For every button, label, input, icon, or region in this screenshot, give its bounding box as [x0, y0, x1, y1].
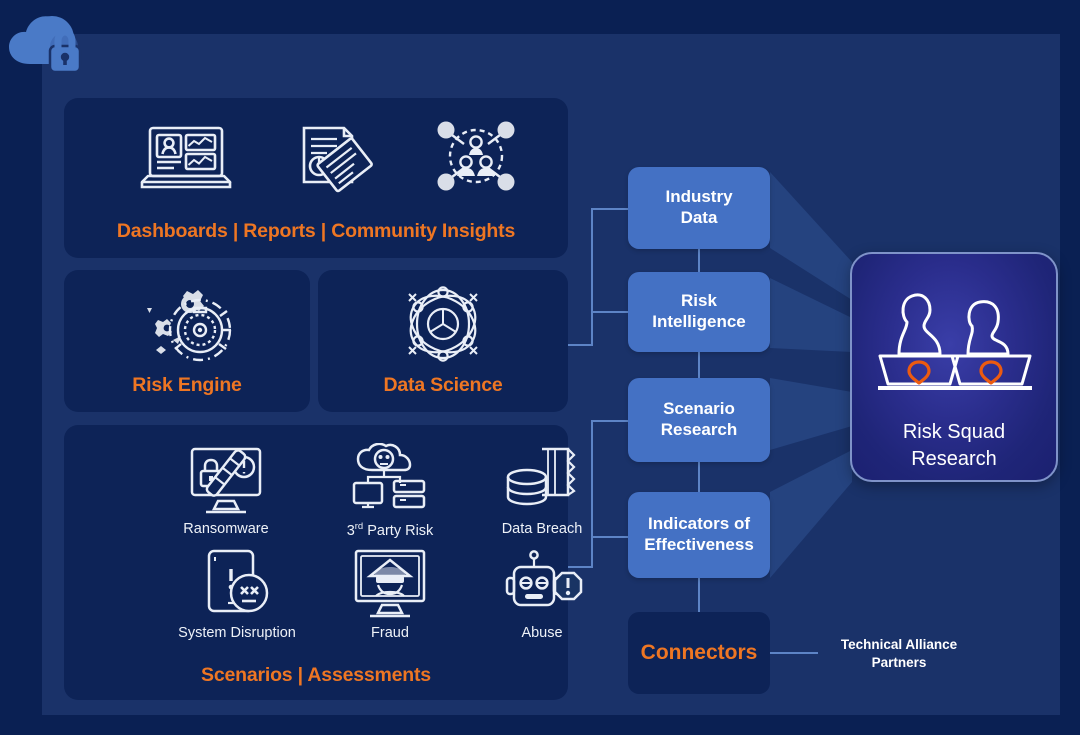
two-analysts-laptops-shield-icon — [868, 278, 1040, 399]
card-scenarios[interactable]: Ransomware 3rd Party Risk — [64, 425, 582, 700]
card-data-science[interactable]: Data Science — [318, 270, 568, 412]
scenario-label-system-disruption: System Disruption — [178, 625, 296, 641]
scenario-label-data-breach: Data Breach — [501, 521, 583, 537]
gears-cog-icon — [127, 284, 247, 364]
card-insights[interactable]: Dashboards | Reports | Community Insight… — [64, 98, 568, 258]
community-network-icon — [416, 114, 536, 198]
reports-documents-icon — [272, 120, 392, 198]
atom-molecule-icon — [383, 282, 503, 366]
cloud-lock-icon — [6, 8, 98, 78]
card-data-science-caption: Data Science — [383, 374, 503, 396]
card-risk-engine-caption: Risk Engine — [132, 374, 242, 396]
card-insights-caption: Dashboards | Reports | Community Insight… — [116, 220, 516, 242]
dashboard-laptop-icon — [126, 120, 246, 198]
scenario-label-fraud: Fraud — [371, 625, 409, 641]
card-scenarios-caption: Scenarios | Assessments — [201, 664, 431, 686]
scenario-item-fraud[interactable]: Fraud — [326, 547, 454, 641]
scenario-label-abuse: Abuse — [521, 625, 563, 641]
stage-connectors-label: Connectors — [640, 641, 758, 664]
stage-connectors[interactable]: Connectors — [628, 612, 770, 694]
scenario-label-ransomware: Ransomware — [183, 521, 269, 537]
card-risk-engine[interactable]: Risk Engine — [64, 270, 310, 412]
scenario-item-abuse[interactable]: Abuse — [478, 547, 606, 641]
scenario-item-ransomware[interactable]: Ransomware — [162, 443, 290, 537]
scenario-item-system-disruption[interactable]: System Disruption — [162, 547, 312, 641]
scenario-item-data-breach[interactable]: Data Breach — [478, 443, 606, 537]
scenario-item-third-party-risk[interactable]: 3rd Party Risk — [326, 443, 454, 539]
scenario-label-third-party-risk: 3rd Party Risk — [346, 521, 434, 539]
